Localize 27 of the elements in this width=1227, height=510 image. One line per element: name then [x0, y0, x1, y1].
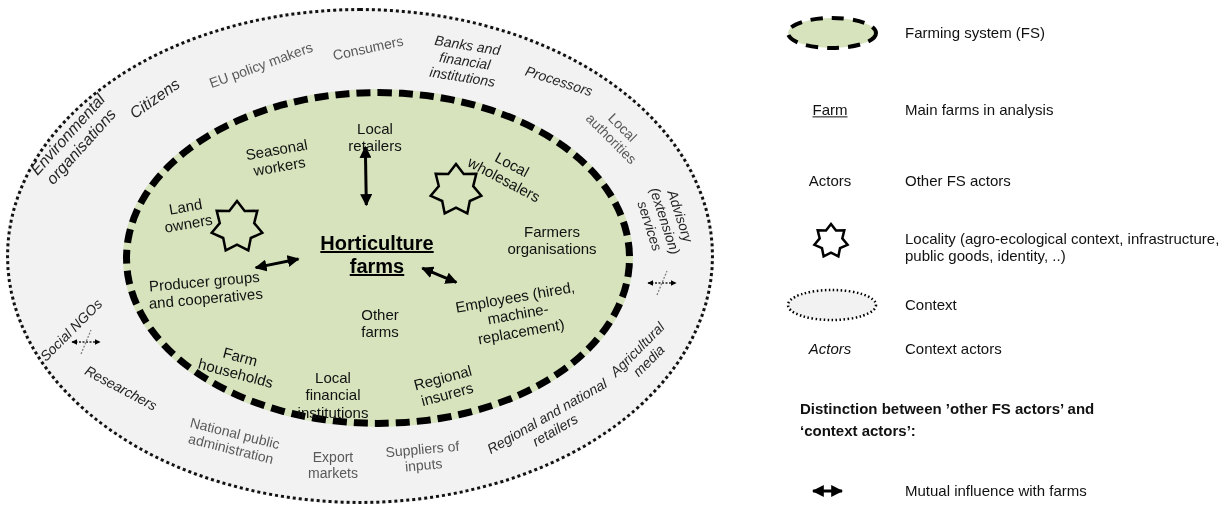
double-arrow	[359, 145, 373, 207]
actor-label: Producer groups and cooperatives	[146, 267, 264, 313]
legend-text: Farming system (FS)	[905, 24, 1045, 42]
context-actor-label: Banks and financial institutions	[419, 30, 511, 92]
legend-sample-text: Farm	[812, 101, 848, 119]
legend-sample-text: Actors	[808, 172, 852, 190]
legend-text: Mutual influence with farms	[905, 482, 1087, 500]
actor-label: Local retailers	[337, 119, 413, 155]
context-actor-label: Export markets	[300, 448, 366, 482]
legend-heading: Distinction between ’other FS actors’ and ‘context actors’:	[800, 399, 1096, 441]
actor-label: Land owners	[156, 193, 218, 237]
actor-label: Seasonal workers	[235, 134, 321, 182]
context-actor-label: Suppliers of inputs	[384, 437, 462, 477]
main-farms-label: Horticulture farms	[314, 232, 440, 278]
legend-text: Context actors	[905, 340, 1002, 358]
legend-text: Other FS actors	[905, 172, 1011, 190]
legend-text: Context	[905, 296, 957, 314]
actor-label: Other farms	[350, 305, 410, 341]
double-arrow	[421, 266, 458, 284]
legend-sample-text: Actors	[808, 340, 852, 358]
double-arrow	[254, 255, 300, 272]
actor-label: Regional insurers	[401, 359, 489, 413]
context-actor-label: EU policy makers	[207, 38, 315, 92]
actor-label: Farmers organisations	[494, 222, 610, 258]
legend-text: Locality (agro-ecological context, infrastructure, public goods, identity, ..)	[905, 229, 1221, 265]
context-actor-label: Consumers	[331, 32, 405, 64]
legend-text: Main farms in analysis	[905, 101, 1054, 119]
